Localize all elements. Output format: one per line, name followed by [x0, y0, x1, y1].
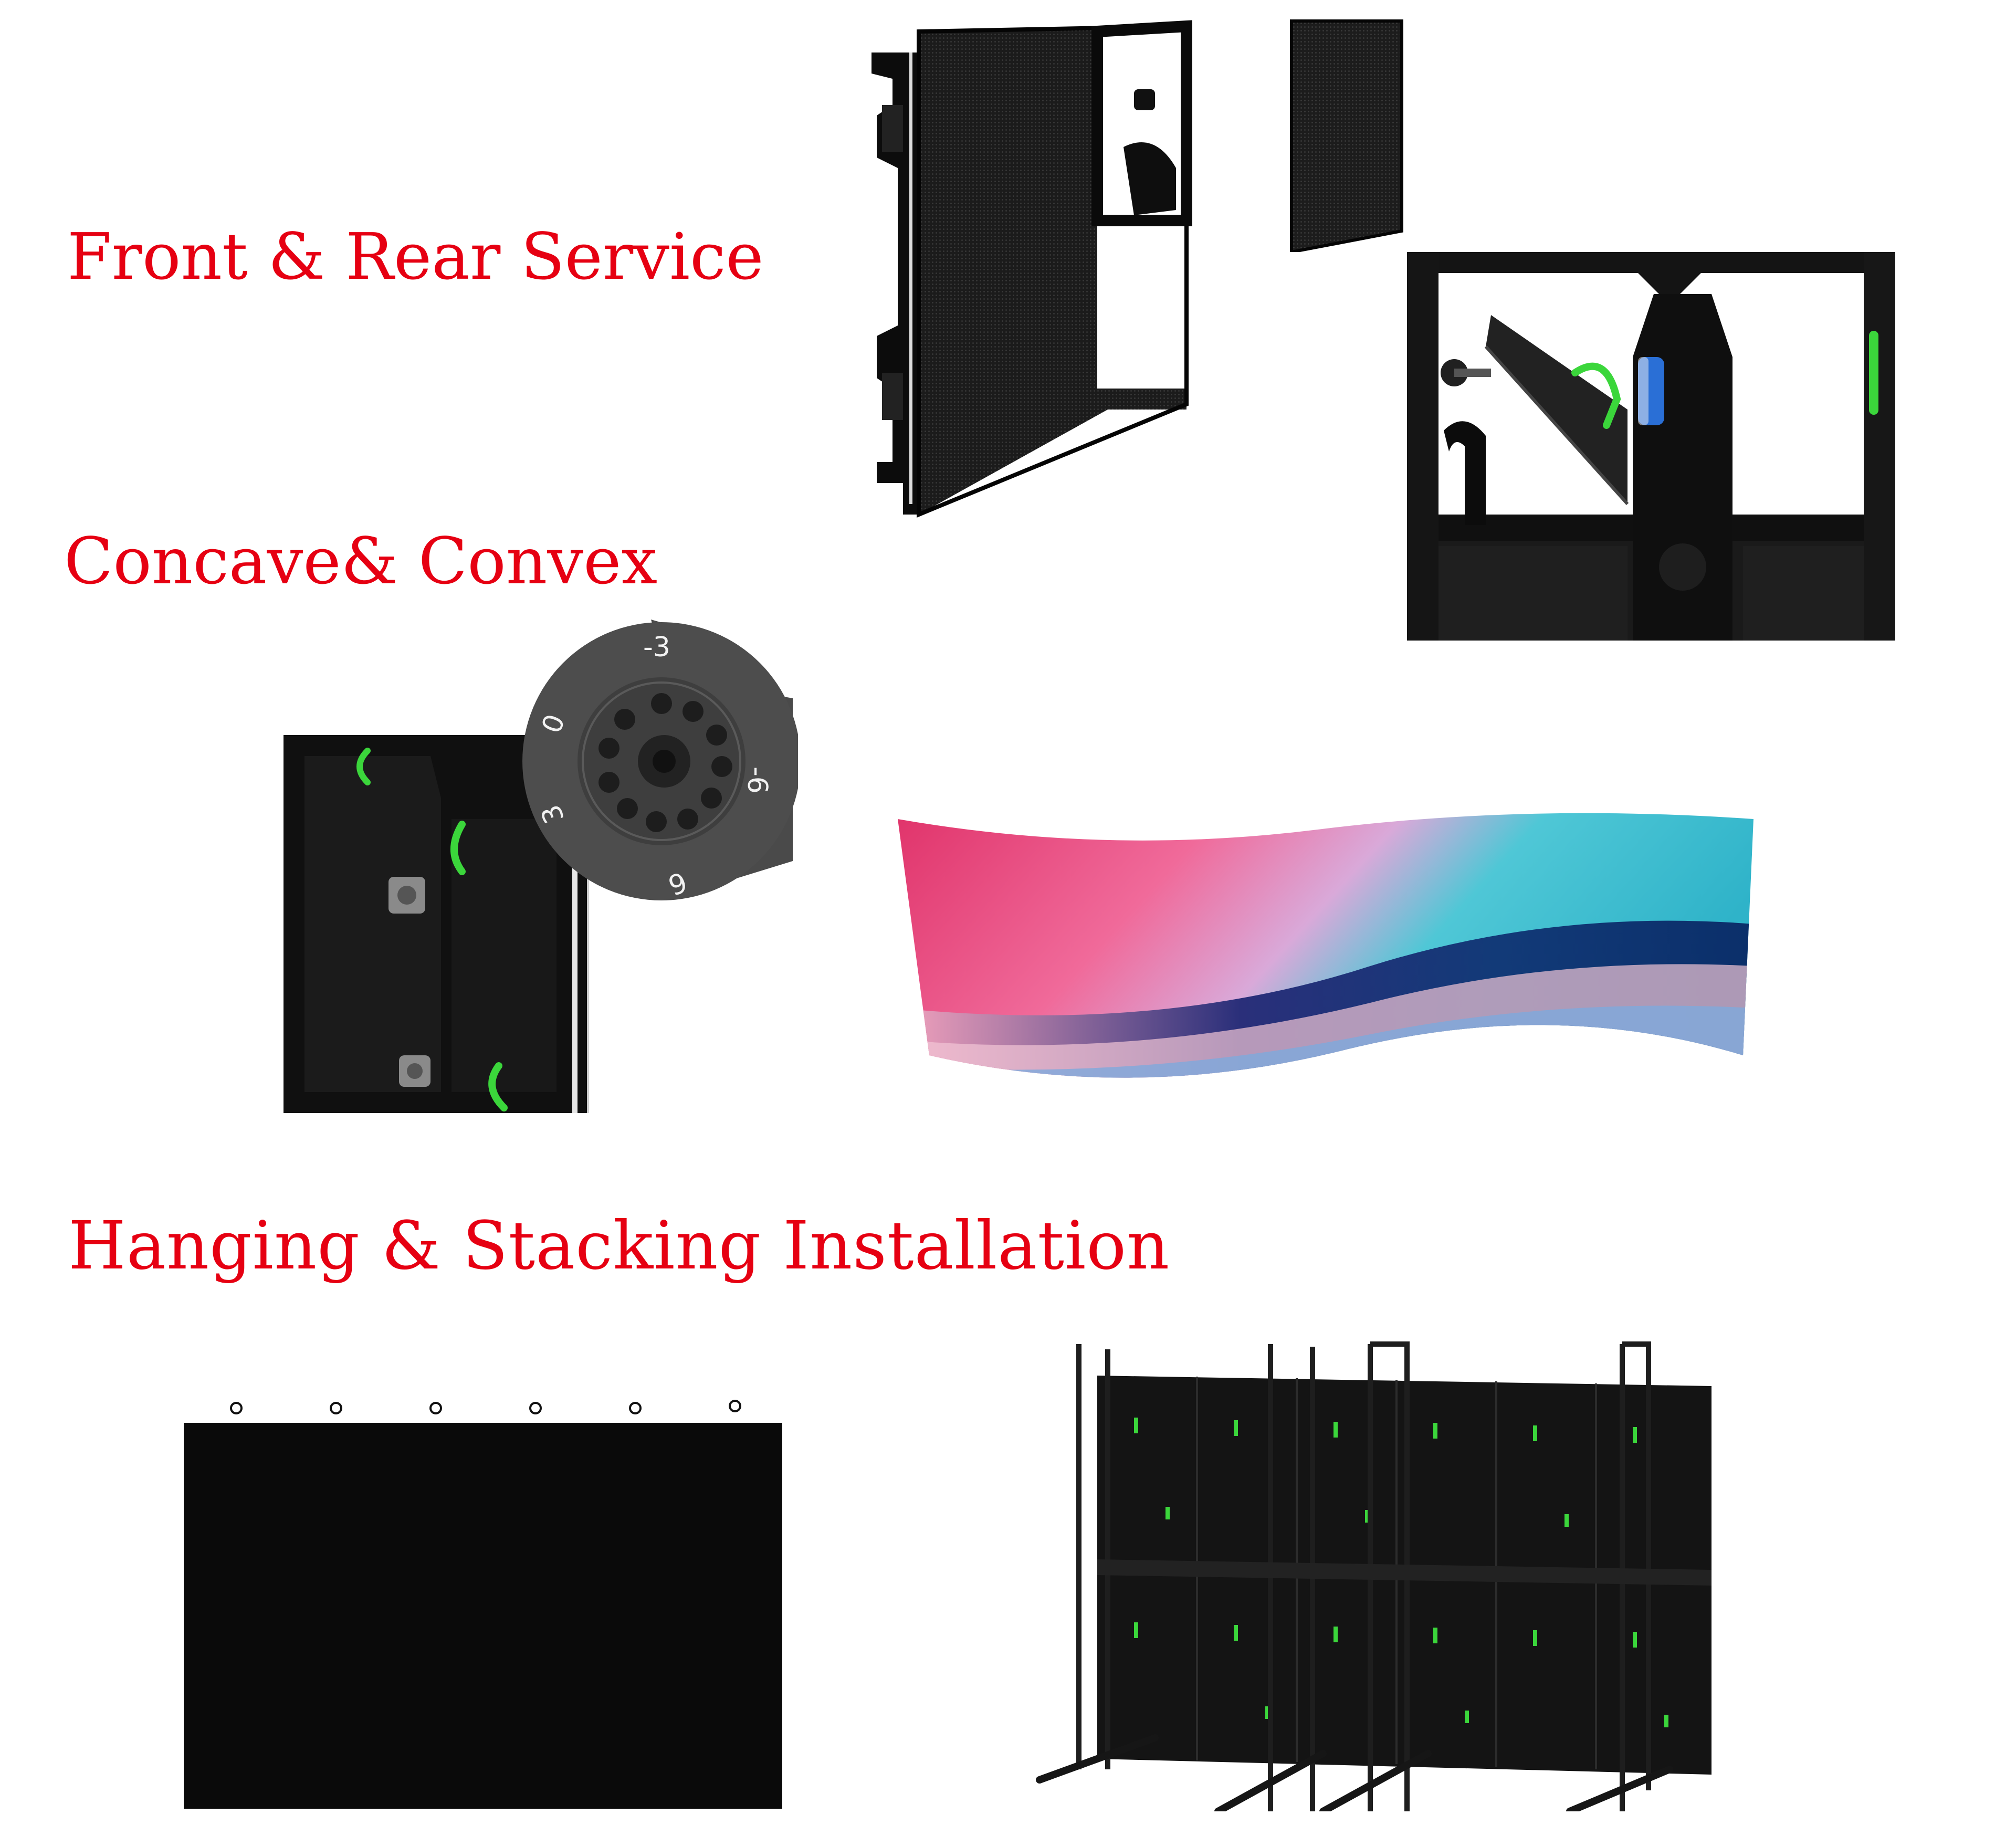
led-cabinet-rear-image [1407, 252, 1895, 641]
led-module-image [1281, 11, 1407, 252]
curve-lock-image: 0 -3 3 -6 6 [273, 599, 798, 1113]
hanging-led-screen-image [178, 1386, 788, 1811]
stacking-frame-image [1029, 1339, 1717, 1811]
dial-mark-minus-6: -6 [741, 767, 773, 794]
dial-mark-minus-3: -3 [643, 632, 670, 663]
heading-hanging-stacking: Hanging & Stacking Installation [68, 1207, 1170, 1284]
curved-led-screen-image [898, 809, 1754, 1092]
heading-front-rear-service: Front & Rear Service [67, 219, 764, 294]
heading-concave-convex: Concave& Convex [64, 524, 658, 599]
led-cabinet-front-image [861, 11, 1208, 525]
